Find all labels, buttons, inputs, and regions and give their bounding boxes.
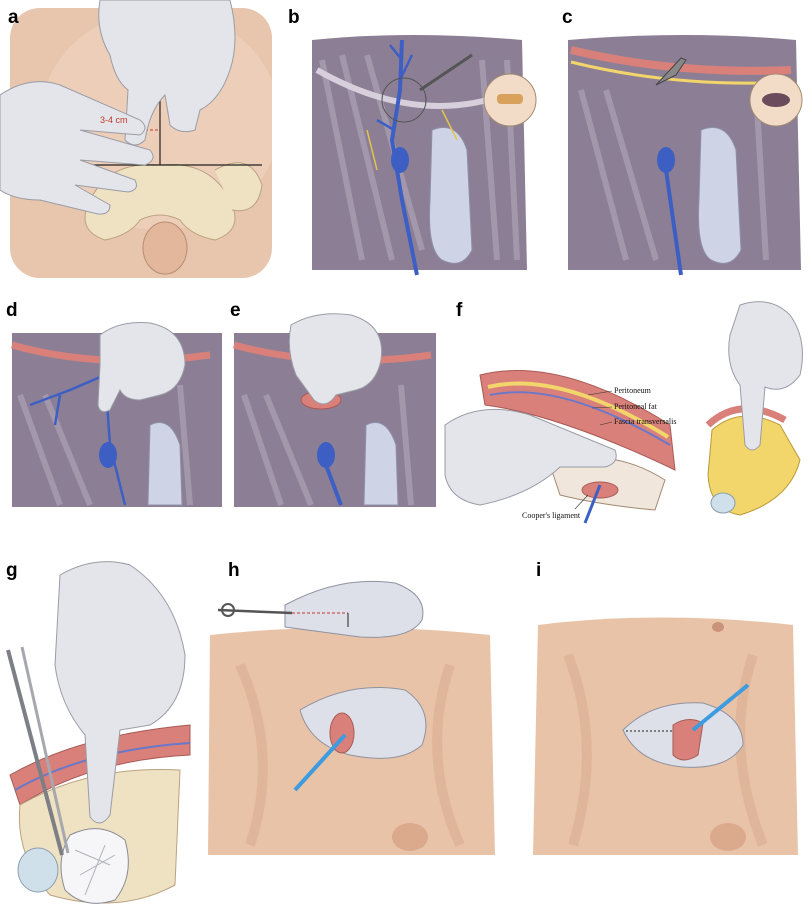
- nerve-lines: [366, 109, 458, 171]
- inset-incision: [497, 94, 523, 104]
- panel-g: g: [0, 555, 200, 924]
- panel-label-a: a: [8, 7, 19, 28]
- peritoneum-line: [489, 391, 671, 446]
- vein-branches: [376, 44, 414, 132]
- mesh-top: [284, 580, 424, 638]
- navel: [712, 622, 724, 632]
- genitals: [392, 823, 428, 851]
- panel-label-d: d: [6, 300, 18, 321]
- panel-c: c: [556, 0, 812, 282]
- inset-opening: [762, 93, 790, 107]
- panel-d-illustration: [11, 322, 222, 507]
- glove-finger-side: [728, 301, 803, 451]
- panel-e-illustration: [233, 313, 436, 507]
- gauze-swab: [60, 828, 129, 904]
- skin-shading: [235, 662, 465, 848]
- panel-b-illustration: [312, 35, 537, 276]
- panel-g-illustration: [6, 561, 191, 904]
- femoral-vein-bulb: [317, 442, 335, 468]
- scissors-blade: [217, 608, 293, 615]
- annotation-peritoneal-fat: Peritoneal fat: [614, 402, 657, 411]
- bladder: [17, 847, 59, 893]
- panel-a-illustration: [0, 0, 272, 278]
- genitals: [142, 221, 188, 275]
- saphenous-vein: [389, 39, 419, 276]
- forceps-blade-1: [6, 649, 64, 856]
- panel-f: f Peritoneum Peritoneal fat Fascia trans…: [440, 295, 812, 540]
- saphenous-vein: [664, 169, 683, 276]
- annotation-fascia-transversalis: Fascia transversalis: [614, 417, 677, 426]
- measurement-label: 3-4 cm: [100, 115, 128, 125]
- panel-i-illustration: [533, 617, 798, 855]
- left-glove-hand: [0, 81, 154, 215]
- panel-h: h: [200, 555, 508, 860]
- scissors-handle: [221, 603, 235, 617]
- upper-glove-hand: [98, 0, 236, 146]
- femoral-vein-bulb: [391, 147, 409, 173]
- blue-instrument: [583, 484, 602, 524]
- panel-label-b: b: [288, 7, 300, 28]
- leader-peritoneal-fat: [591, 406, 613, 409]
- panel-label-i: i: [536, 560, 542, 581]
- muscle-fibers: [241, 384, 414, 507]
- scrotum: [363, 422, 399, 506]
- panel-label-f: f: [456, 300, 463, 321]
- glove-hand: [97, 322, 186, 413]
- panel-c-illustration: [568, 35, 803, 276]
- side-view-bladder: [710, 492, 736, 514]
- panel-d: d: [0, 295, 226, 510]
- iliac-crest: [214, 162, 263, 212]
- fat-layer: [487, 381, 670, 439]
- genitals: [710, 823, 746, 851]
- saphenous-vein: [324, 464, 343, 506]
- gauze-folds: [74, 844, 116, 896]
- panel-label-g: g: [6, 560, 18, 581]
- femoral-vein-bulb: [657, 147, 675, 173]
- leader-fascia: [599, 421, 613, 426]
- leader-peritoneum: [587, 390, 613, 396]
- magnified-view-circle: [381, 77, 427, 123]
- cross-section-wall: [479, 370, 676, 471]
- muscle-fibers: [17, 384, 193, 507]
- glove-hand-cross-section: [444, 408, 617, 506]
- annotation-coopers-ligament: Cooper's ligament: [522, 511, 581, 520]
- surgical-instrument: [419, 53, 473, 92]
- scrotum: [429, 127, 473, 264]
- panel-label-h: h: [228, 560, 240, 581]
- panel-label-e: e: [230, 300, 241, 321]
- panel-i: i: [508, 555, 812, 860]
- glove-hand: [54, 561, 186, 824]
- blue-catheter: [293, 733, 347, 792]
- anatomy-muscle-field: [568, 35, 801, 270]
- panel-h-illustration: [208, 580, 495, 855]
- scalpel: [655, 57, 687, 86]
- scrotum: [698, 127, 742, 264]
- panel-b: b: [282, 0, 548, 282]
- glove-hand: [288, 313, 383, 405]
- forceps-blade-2: [20, 646, 70, 854]
- panel-e: e: [226, 295, 440, 510]
- blue-catheter: [691, 683, 750, 732]
- cord-structure: [581, 481, 619, 499]
- scrotum: [147, 422, 183, 506]
- leader-coopers: [574, 494, 589, 510]
- panel-f-illustration: [444, 301, 803, 524]
- annotation-peritoneum: Peritoneum: [614, 386, 651, 395]
- panel-a: a 3-4 cm: [0, 0, 272, 282]
- femoral-vein-bulb: [99, 442, 117, 468]
- panel-label-c: c: [562, 7, 573, 28]
